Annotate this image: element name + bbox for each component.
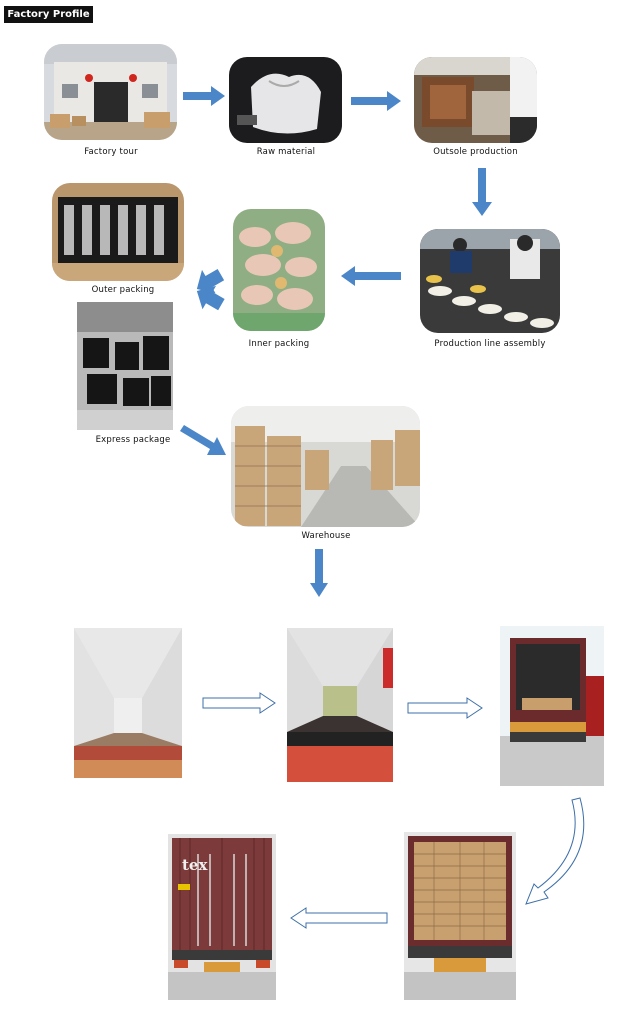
step-caption-factory-tour: Factory tour: [84, 147, 138, 157]
outline-curved-arrow-icon: [522, 796, 594, 908]
step-caption-warehouse: Warehouse: [301, 531, 351, 541]
inner-packing-photo: [233, 209, 325, 331]
outer-packing-photo: [52, 183, 184, 281]
factory-tour-photo: [44, 44, 177, 140]
warehouse-photo: [231, 406, 420, 527]
step-caption-production-line-assembly: Production line assembly: [434, 339, 546, 349]
sealed-container-truck-photo: tex: [168, 834, 276, 1000]
raw-material-photo: [229, 57, 342, 143]
step-caption-inner-packing: Inner packing: [248, 339, 310, 349]
left-arrow-icon: [341, 266, 401, 286]
outline-right-arrow-icon: [202, 692, 276, 714]
fully-loaded-container-photo: [404, 832, 516, 1000]
step-caption-outsole-production: Outsole production: [433, 147, 518, 157]
step-caption-outer-packing: Outer packing: [91, 285, 155, 295]
down-arrow-icon: [310, 549, 328, 597]
bidirectional-curved-arrow-icon: [193, 268, 225, 312]
down-arrow-icon: [472, 168, 492, 216]
partially-loaded-container-photo: [287, 628, 393, 782]
outline-left-arrow-icon: [290, 907, 388, 929]
production-line-assembly-photo: [420, 229, 560, 333]
truck-loading-boxes-photo: [500, 626, 604, 786]
diagonal-down-right-arrow-icon: [180, 425, 228, 459]
right-arrow-icon: [351, 91, 401, 111]
right-arrow-icon: [183, 86, 225, 106]
empty-container-photo: [74, 628, 182, 778]
page-title: Factory Profile: [4, 6, 93, 23]
outsole-production-photo: [414, 57, 537, 143]
step-caption-express-package: Express package: [95, 435, 171, 445]
step-caption-raw-material: Raw material: [256, 147, 316, 157]
express-package-photo: [77, 302, 173, 430]
outline-right-arrow-icon: [407, 697, 483, 719]
container-brand-logo: tex: [182, 856, 208, 874]
